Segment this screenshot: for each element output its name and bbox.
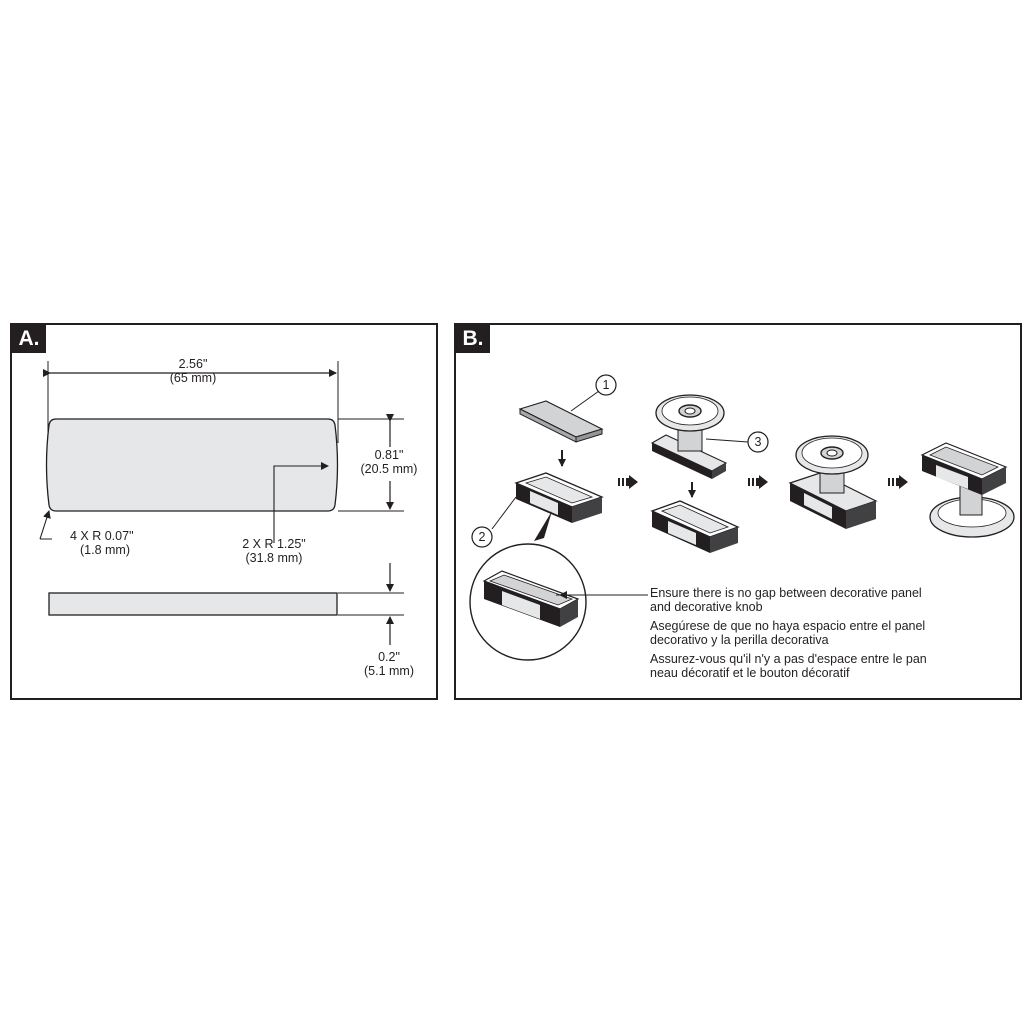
sequence-arrow-1 bbox=[618, 475, 638, 489]
panel-b-badge: B. bbox=[456, 325, 490, 353]
callout-1-number: 1 bbox=[602, 378, 610, 392]
panel-a-dimensions: A. 2.56" (65 mm) 0.81" bbox=[10, 323, 438, 700]
note-fr-line-1: Assurez-vous qu'il n'y a pas d'espace en… bbox=[650, 652, 927, 666]
detail-assembled-panel bbox=[482, 570, 580, 627]
sequence-arrow-3 bbox=[888, 475, 908, 489]
knob-with-bracket bbox=[650, 394, 728, 479]
callout-1-circle bbox=[595, 374, 617, 396]
thickness-mm-text: (5.1 mm) bbox=[364, 664, 414, 678]
thickness-label: 0.2" (5.1 mm) bbox=[358, 650, 420, 678]
panel-b-drawing bbox=[469, 374, 1015, 661]
panel-a-drawing bbox=[39, 361, 404, 645]
note-spanish: Asegúrese de que no haya espacio entre e… bbox=[650, 619, 926, 647]
decorative-panel-piece bbox=[518, 400, 604, 443]
callout-3-circle bbox=[747, 431, 769, 453]
panel-top-view bbox=[45, 418, 339, 512]
width-in-text: 2.56" bbox=[178, 357, 208, 371]
finished-knob bbox=[920, 442, 1015, 538]
panel-a-badge: A. bbox=[12, 325, 46, 353]
frame-base-2 bbox=[650, 500, 740, 553]
magnifier-pointer bbox=[534, 511, 552, 541]
note-english: Ensure there is no gap between decorativ… bbox=[650, 586, 922, 614]
end-radius-leader bbox=[273, 462, 329, 543]
end-radius-label: 2 X R 1.25" (31.8 mm) bbox=[238, 537, 310, 565]
note-fr-line-2: neau décoratif et le bouton décoratif bbox=[650, 665, 850, 680]
callout-2-leader bbox=[491, 496, 517, 530]
end-radius-in-text: 2 X R 1.25" bbox=[242, 537, 306, 551]
width-mm-text: (65 mm) bbox=[169, 371, 217, 385]
callout-3-leader bbox=[705, 438, 749, 443]
height-in-text: 0.81" bbox=[374, 448, 404, 462]
corner-radius-leader bbox=[39, 510, 51, 540]
callout-1-leader bbox=[570, 390, 600, 412]
note-en-line-2: and decorative knob bbox=[650, 599, 763, 614]
note-french: Assurez-vous qu'il n'y a pas d'espace en… bbox=[650, 652, 927, 680]
end-radius-mm-text: (31.8 mm) bbox=[245, 551, 303, 565]
note-es-line-1: Asegúrese de que no haya espacio entre e… bbox=[650, 619, 926, 633]
knob-on-base bbox=[788, 435, 878, 529]
height-label: 0.81" (20.5 mm) bbox=[358, 448, 420, 476]
thickness-in-text: 0.2" bbox=[378, 650, 400, 664]
corner-radius-mm-text: (1.8 mm) bbox=[80, 543, 130, 557]
height-mm-text: (20.5 mm) bbox=[360, 462, 418, 476]
width-label: 2.56" (65 mm) bbox=[158, 357, 228, 385]
corner-radius-in-text: 4 X R 0.07" bbox=[70, 529, 134, 543]
note-en-line-1: Ensure there is no gap between decorativ… bbox=[650, 586, 922, 600]
panel-side-view bbox=[48, 592, 338, 616]
sequence-arrow-2 bbox=[748, 475, 768, 489]
note-es-line-2: decorativo y la perilla decorativa bbox=[650, 632, 829, 647]
corner-radius-label: 4 X R 0.07" (1.8 mm) bbox=[70, 529, 134, 557]
callout-3-number: 3 bbox=[754, 435, 762, 449]
callout-2-number: 2 bbox=[478, 530, 486, 544]
frame-base-1 bbox=[514, 472, 604, 523]
callout-2-circle bbox=[471, 526, 493, 548]
panel-b-assembly: B. bbox=[454, 323, 1022, 700]
